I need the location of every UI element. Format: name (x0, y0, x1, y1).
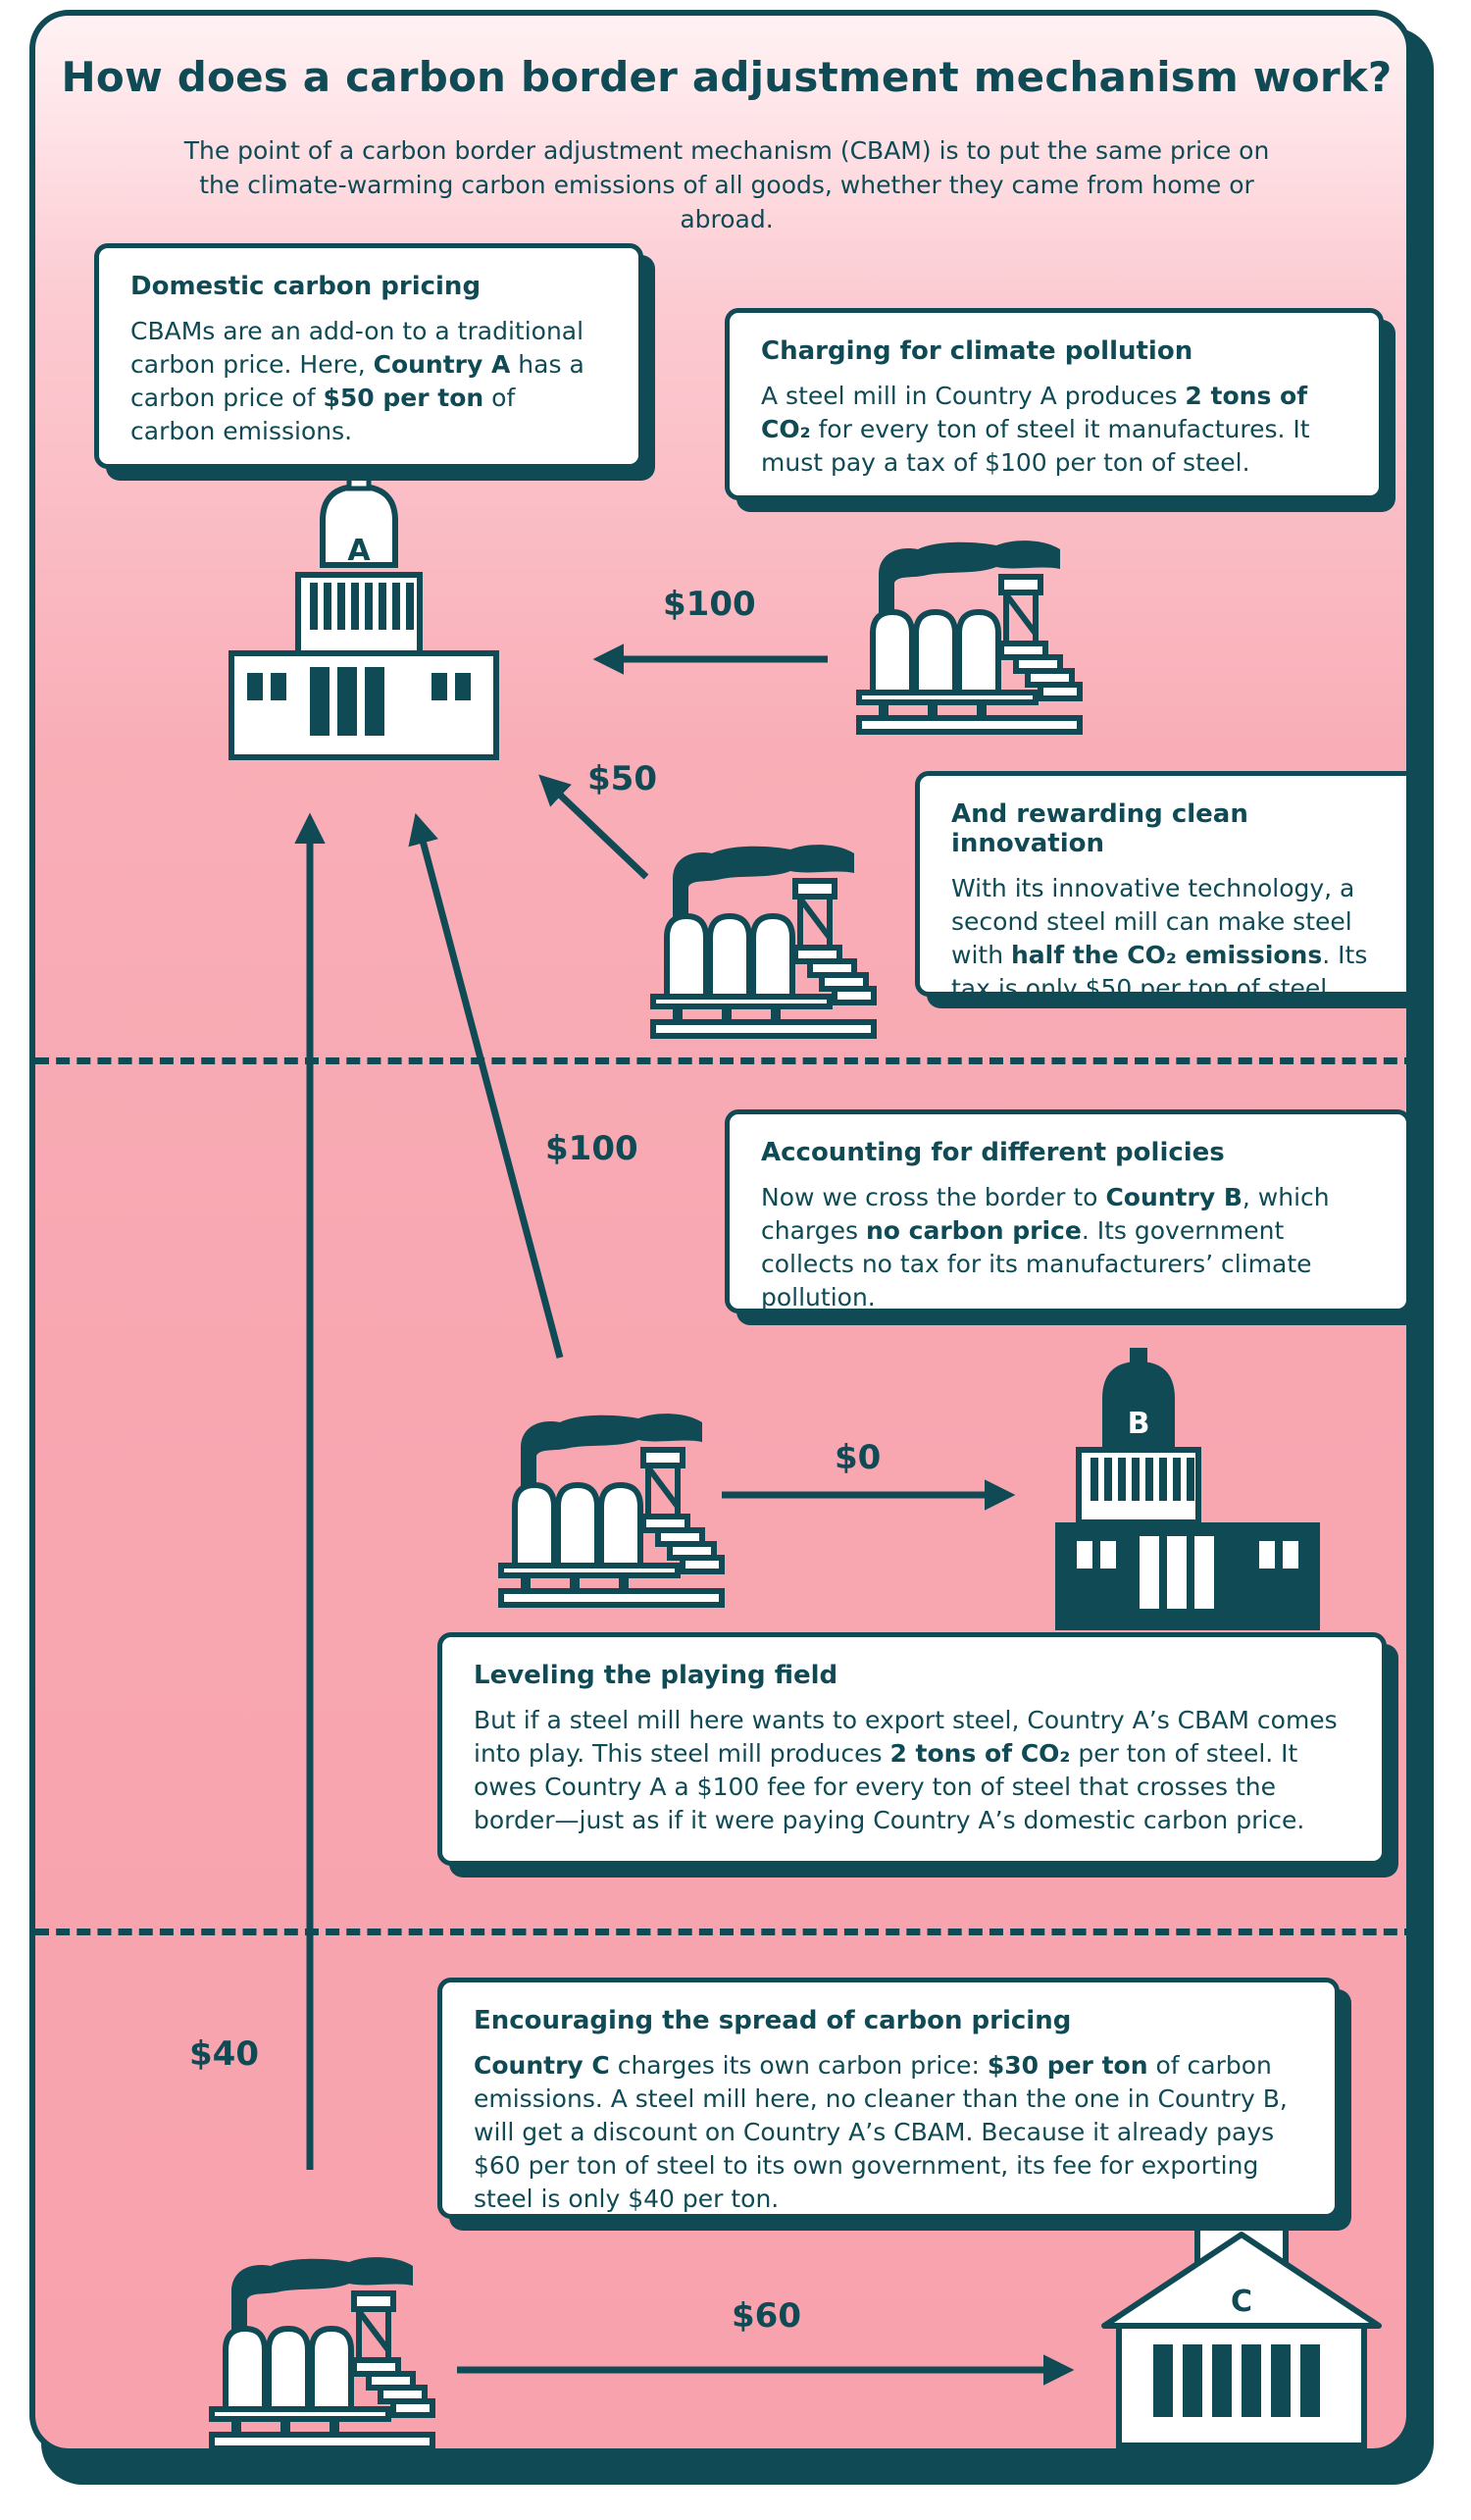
card-text-run: But if a steel mill here wants to export… (474, 1706, 1338, 1768)
card-text-run: With its innovative technology, a second… (951, 874, 1355, 969)
card-text-emphasis: Country B (1105, 1183, 1243, 1211)
card-charging-climate-pollution: Charging for climate pollution A steel m… (725, 308, 1395, 512)
card-text-run: . Its tax is only $50 per ton of steel. (951, 941, 1368, 1003)
capitol-b-icon (1055, 1348, 1320, 1630)
card-title: And rewarding clean innovation (951, 799, 1248, 858)
amount-millc-to-c: $60 (732, 2296, 801, 2336)
card-text-run: for every ton of steel it manufactures. … (761, 415, 1310, 477)
card-text-run: charges its own carbon price: (609, 2051, 988, 2080)
amount-millb-to-b: $0 (835, 1438, 882, 1477)
card-text-run: of carbon emissions. (130, 384, 516, 445)
arrow-mill2-to-a (538, 774, 649, 880)
steel-mill-2-icon (653, 845, 874, 1036)
country-a-label: A (347, 534, 371, 568)
card-text-run: CBAMs are an add-on to a traditional car… (130, 317, 584, 379)
card-text: But if a steel mill here wants to export… (474, 1704, 1350, 1837)
page-title: How does a carbon border adjustment mech… (61, 53, 1393, 101)
amount-millb-to-a: $100 (545, 1129, 638, 1168)
card-title: Leveling the playing field (474, 1661, 838, 1690)
card-text: CBAMs are an add-on to a traditional car… (130, 315, 607, 448)
card-text-emphasis: $50 per ton (323, 384, 484, 412)
border-divider-bc (35, 1929, 1406, 1935)
card-accounting-different-policies: Accounting for different policies Now we… (725, 1109, 1406, 1325)
capitol-a-icon (228, 472, 499, 760)
infographic-frame: How does a carbon border adjustment mech… (29, 10, 1412, 2454)
steel-mill-1-icon (859, 540, 1080, 732)
country-c-label: C (1231, 2285, 1252, 2319)
page-subtitle: The point of a carbon border adjustment … (183, 136, 1270, 233)
card-text-emphasis: Country C (474, 2051, 610, 2080)
card-rewarding-clean-innovation: And rewarding clean innovation With its … (915, 771, 1406, 1008)
card-text-emphasis: no carbon price (865, 1216, 1082, 1245)
card-text-run: . Its government collects no tax for its… (761, 1216, 1312, 1311)
card-domestic-carbon-pricing: Domestic carbon pricing CBAMs are an add… (94, 243, 655, 481)
amount-millc-to-a: $40 (189, 2034, 259, 2074)
card-text-emphasis: Country A (373, 350, 511, 379)
card-text-emphasis: $30 per ton (987, 2051, 1148, 2080)
card-text-emphasis: 2 tons of CO₂ (761, 382, 1308, 443)
card-text-run: per ton of steel. It owes Country A a $1… (474, 1739, 1305, 1834)
card-text: With its innovative technology, a second… (951, 872, 1398, 1005)
card-text-run: Now we cross the border to (761, 1183, 1106, 1211)
amount-mill2-to-a: $50 (587, 759, 657, 798)
amount-mill1-to-a: $100 (663, 585, 756, 624)
card-text-run: A steel mill in Country A produces (761, 382, 1186, 410)
card-title: Charging for climate pollution (761, 336, 1193, 366)
card-text: Now we cross the border to Country B, wh… (761, 1181, 1375, 1314)
card-text-run: has a carbon price of (130, 350, 584, 412)
card-title: Domestic carbon pricing (130, 272, 482, 301)
country-b-label: B (1128, 1407, 1150, 1441)
card-leveling-playing-field: Leveling the playing field But if a stee… (437, 1632, 1398, 1877)
card-text-run: of carbon emissions. A steel mill here, … (474, 2051, 1288, 2213)
card-text: A steel mill in Country A produces 2 ton… (761, 380, 1347, 480)
card-text: Country C charges its own carbon price: … (474, 2049, 1303, 2216)
card-text-emphasis: 2 tons of CO₂ (889, 1739, 1071, 1768)
card-text-emphasis: half the CO₂ emissions (1011, 941, 1323, 969)
border-divider-ab (35, 1057, 1406, 1064)
arrow-millb-to-a (408, 812, 564, 1359)
card-encouraging-carbon-pricing: Encouraging the spread of carbon pricing… (437, 1978, 1351, 2231)
diagram-svg: A B (35, 472, 1382, 2448)
steel-mill-c-icon (212, 2257, 432, 2448)
card-text-run: , which charges (761, 1183, 1330, 1245)
card-title: Encouraging the spread of carbon pricing (474, 2006, 1072, 2035)
card-title: Accounting for different policies (761, 1138, 1225, 1167)
steel-mill-b-icon (501, 1414, 722, 1605)
